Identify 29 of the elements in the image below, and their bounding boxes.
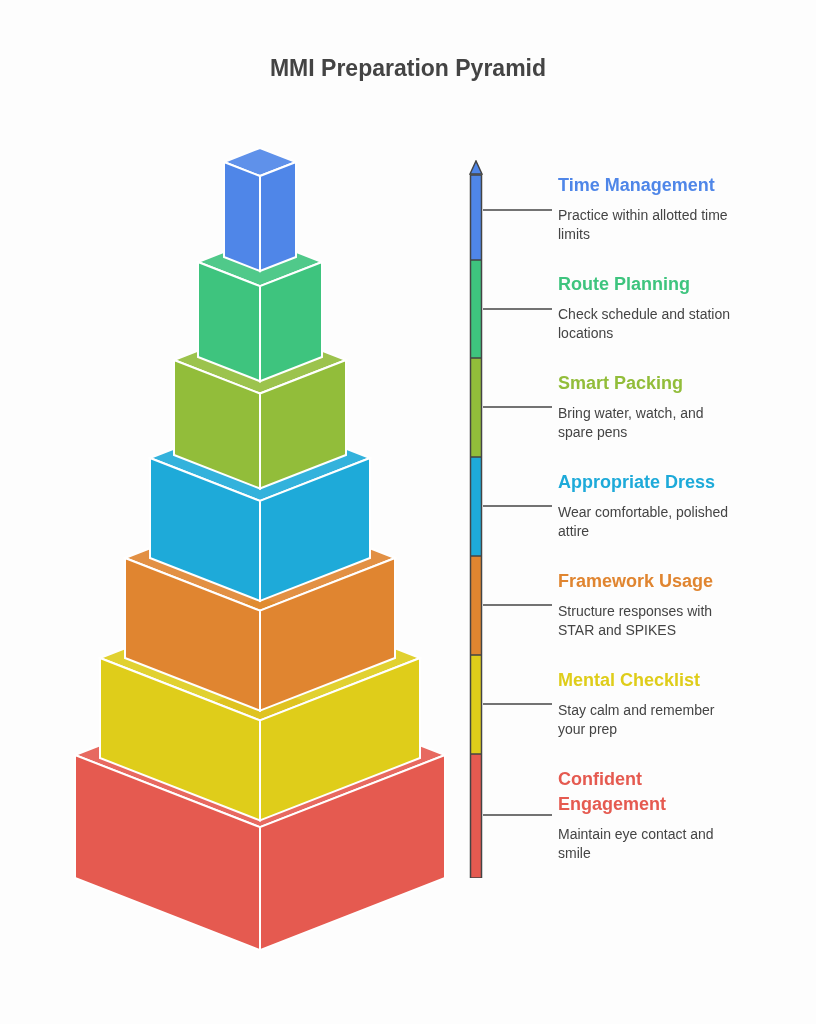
leader-line [482,308,553,310]
step-description: Practice within allotted time limits [557,206,729,244]
bar-segment [469,754,483,878]
leader-line [482,604,553,606]
leader-line [482,505,553,507]
step-description: Bring water, watch, and spare pens [557,404,705,442]
step-description: Stay calm and remember your prep [557,701,716,739]
step-heading: Route Planning [557,273,691,296]
step-heading: Appropriate Dress [557,471,717,494]
bar-segment [469,358,483,457]
leader-line [482,406,553,408]
arrow-bar-segment [469,160,483,260]
step-heading: Smart Packing [557,372,685,395]
leader-line [482,703,553,705]
bar-segment [469,457,483,556]
step-heading: Framework Usage [557,570,715,593]
step-description: Wear comfortable, polished attire [557,503,730,541]
leader-line [482,209,553,211]
step-description: Maintain eye contact and smile [557,825,715,863]
bar-segment [469,655,483,754]
step-description: Check schedule and station locations [557,305,731,343]
leader-line [482,814,553,816]
step-heading: Confident Engagement [557,768,668,816]
bar-segment [469,260,483,358]
bar-segment [469,556,483,655]
diagram-title: MMI Preparation Pyramid [268,55,548,82]
step-heading: Time Management [557,174,716,197]
step-description: Structure responses with STAR and SPIKES [557,602,714,640]
step-heading: Mental Checklist [557,669,702,692]
